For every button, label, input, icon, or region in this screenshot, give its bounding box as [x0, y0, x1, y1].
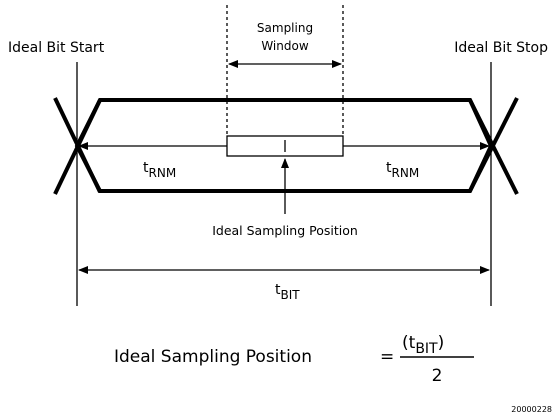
bit-stop-cross-b — [468, 97, 519, 192]
sampling-window-label-line1: Sampling — [257, 21, 313, 35]
formula-lhs: Ideal Sampling Position — [114, 347, 312, 367]
formula-numerator: (tBIT) — [402, 333, 444, 357]
formula-equals: = — [380, 347, 394, 367]
ideal-bit-start-label: Ideal Bit Start — [8, 40, 105, 56]
formula-denominator: 2 — [432, 366, 443, 386]
ideal-sampling-position-label: Ideal Sampling Position — [212, 223, 358, 238]
sampling-window-label-line2: Window — [261, 39, 309, 53]
sampling-window-box — [226, 135, 344, 157]
figure-code: 20000228 — [511, 405, 552, 414]
bit-start-cross-b — [53, 99, 102, 195]
t-rnm-right-label: tRNM — [386, 160, 419, 180]
t-bit-label: tBIT — [275, 282, 300, 302]
t-rnm-left-label: tRNM — [143, 160, 176, 180]
ideal-bit-stop-label: Ideal Bit Stop — [454, 40, 548, 56]
